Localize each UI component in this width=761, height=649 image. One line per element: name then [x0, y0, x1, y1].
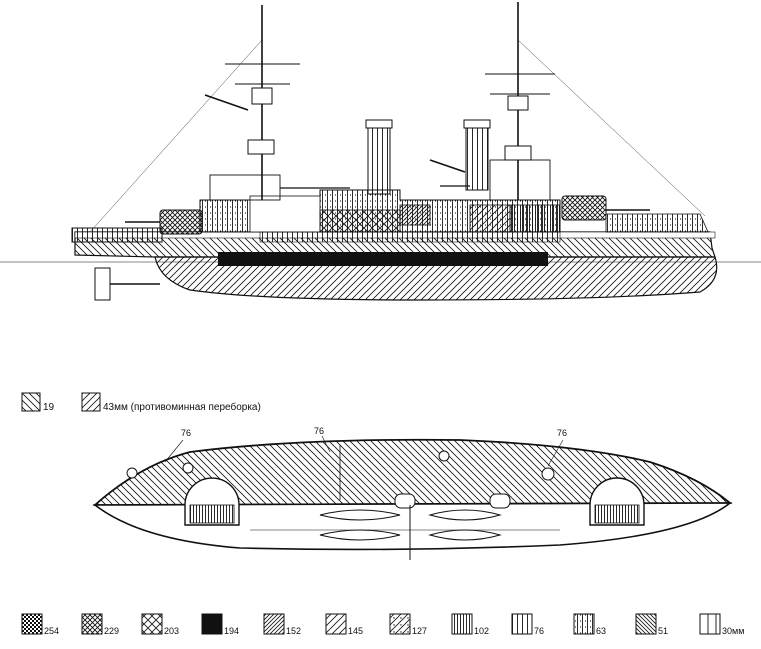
legend-bottom-item-4: 152 [263, 613, 301, 636]
legend-label: 30мм [722, 626, 744, 636]
legend-swatch [573, 613, 595, 635]
legend-swatch [81, 613, 103, 635]
legend-swatch [325, 613, 347, 635]
armored-deck [92, 438, 733, 506]
legend-swatch [699, 613, 721, 635]
legend-bottom-item-5: 145 [325, 613, 363, 636]
legend-swatch [141, 613, 163, 635]
aft-funnel [367, 123, 391, 195]
legend-label: 152 [286, 626, 301, 636]
deck-callout-aft: 76 [181, 428, 191, 438]
legend-bottom-item-7: 102 [451, 613, 489, 636]
legend-bottom-item-6: 127 [389, 613, 427, 636]
lower-hull [154, 256, 718, 301]
legend-bottom: 254 229 203 194 152 145 127 102 76 63 51 30мм [21, 613, 744, 636]
legend-top-item-43mm: 43мм (противоминная переборка) [81, 392, 261, 413]
legend-label: 76 [534, 626, 544, 636]
callout-leader [547, 439, 564, 467]
legend-bottom-item-8: 76 [511, 613, 544, 636]
legend-bottom-item-3: 194 [201, 613, 239, 636]
legend-label: 43мм (противоминная переборка) [103, 401, 261, 413]
ship-side-profile [0, 2, 761, 301]
legend-top-item-19: 19 [21, 392, 55, 413]
callout-leader [164, 439, 184, 463]
legend-bottom-item-11: 30мм [699, 613, 744, 636]
legend-swatch [511, 613, 533, 635]
legend-swatch [635, 613, 657, 635]
legend-label: 51 [658, 626, 668, 636]
legend-swatch [201, 613, 223, 635]
legend-swatch [21, 613, 43, 635]
hull-plan-lower [92, 502, 733, 551]
deck-callout-fore: 76 [557, 428, 567, 438]
legend-label: 229 [104, 626, 119, 636]
legend-label: 203 [164, 626, 179, 636]
legend-label: 194 [224, 626, 239, 636]
legend-swatch [263, 613, 285, 635]
deck-callout-mid: 76 [314, 426, 324, 436]
legend-label: 102 [474, 626, 489, 636]
legend-label: 63 [596, 626, 606, 636]
legend-swatch [451, 613, 473, 635]
callout-leader [321, 435, 331, 453]
ship-deck-plan: 76 76 76 [92, 426, 733, 560]
aft-main-turret [159, 209, 203, 235]
fore-main-turret [561, 195, 607, 221]
legend-bottom-item-10: 51 [635, 613, 668, 636]
legend-bottom-item-0: 254 [21, 613, 59, 636]
legend-label: 254 [44, 626, 59, 636]
legend-swatch [81, 392, 101, 412]
legend-swatch [389, 613, 411, 635]
legend-bottom-item-9: 63 [573, 613, 606, 636]
legend-swatch [21, 392, 41, 412]
legend-label: 19 [43, 402, 55, 413]
fore-funnel [465, 123, 489, 191]
legend-label: 145 [348, 626, 363, 636]
legend-bottom-item-2: 203 [141, 613, 179, 636]
legend-top: 19 43мм (противоминная переборка) [21, 392, 261, 413]
legend-label: 127 [412, 626, 427, 636]
legend-bottom-item-1: 229 [81, 613, 119, 636]
